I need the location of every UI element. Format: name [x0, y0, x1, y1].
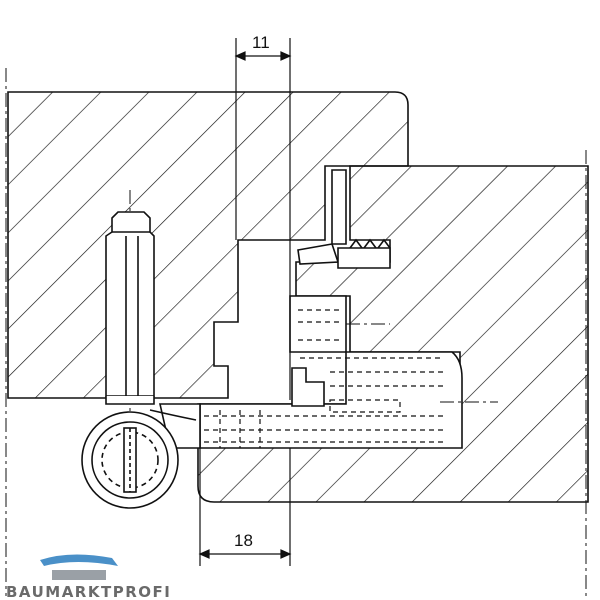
- baumarktprofi-logo: BAUMARKTPROFI: [6, 554, 171, 600]
- hinge-pin: [105, 211, 155, 405]
- hidden-lines: [204, 309, 444, 448]
- dimension-top: [234, 38, 292, 400]
- dimension-bottom: [198, 448, 292, 566]
- logo-text: BAUMARKTPROFI: [6, 583, 171, 600]
- hinge-knuckle: [81, 403, 201, 509]
- door-seal: [297, 169, 391, 269]
- dimension-top-value: 11: [252, 33, 270, 52]
- dimension-bottom-value: 18: [234, 531, 253, 550]
- logo-roof-icon: [40, 554, 118, 566]
